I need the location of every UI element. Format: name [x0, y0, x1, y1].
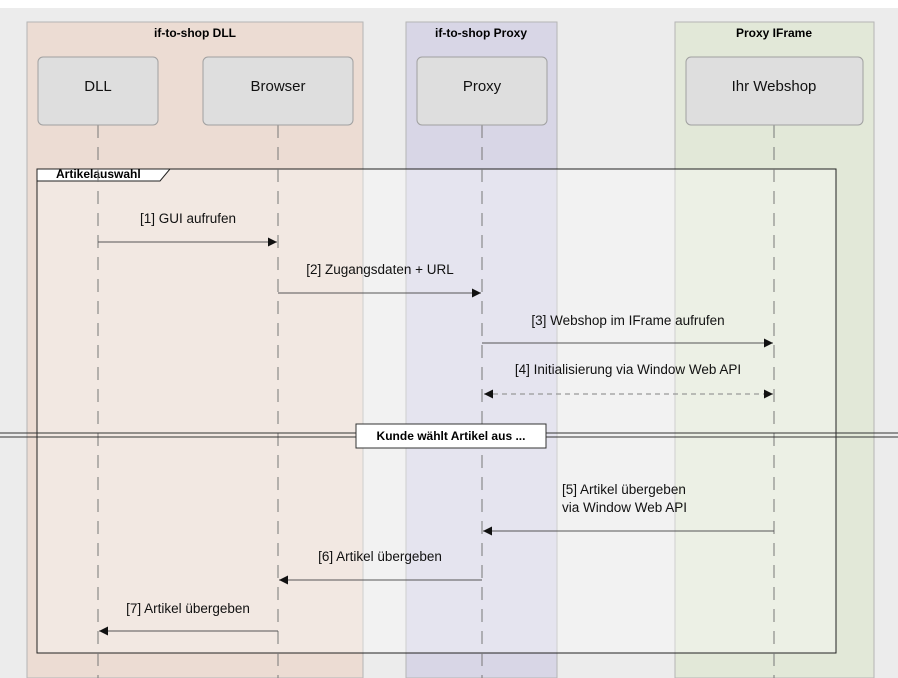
group-label-tab	[36, 168, 172, 182]
box-if-to-shop-dll	[26, 21, 364, 678]
box-label-iframe: Proxy IFrame	[736, 26, 812, 40]
message-label-4: [4] Initialisierung via Window Web API	[515, 362, 741, 377]
divider-label-box	[355, 423, 547, 449]
divider-label: Kunde wählt Artikel aus ...	[377, 429, 526, 443]
message-label-5: [5] Artikel übergeben	[562, 482, 686, 497]
message-label-6: [6] Artikel übergeben	[318, 549, 442, 564]
box-label-proxy: if-to-shop Proxy	[435, 26, 527, 40]
participant-dll	[37, 56, 159, 126]
participant-label-webshop: Ihr Webshop	[732, 78, 817, 95]
message-label-1: [1] GUI aufrufen	[140, 211, 236, 226]
message-label-3: [3] Webshop im IFrame aufrufen	[531, 313, 724, 328]
message-label-5-line-2: via Window Web API	[562, 500, 687, 515]
participant-label-proxy: Proxy	[463, 78, 502, 95]
group-frame-artikelauswahl	[36, 168, 837, 654]
participant-proxy	[416, 56, 548, 126]
participant-browser	[202, 56, 354, 126]
participant-label-browser: Browser	[250, 78, 305, 95]
box-label-dll: if-to-shop DLL	[154, 26, 236, 40]
message-label-7: [7] Artikel übergeben	[126, 601, 250, 616]
participant-webshop	[685, 56, 864, 126]
message-label-2: [2] Zugangsdaten + URL	[306, 262, 454, 277]
participant-label-dll: DLL	[84, 78, 112, 95]
